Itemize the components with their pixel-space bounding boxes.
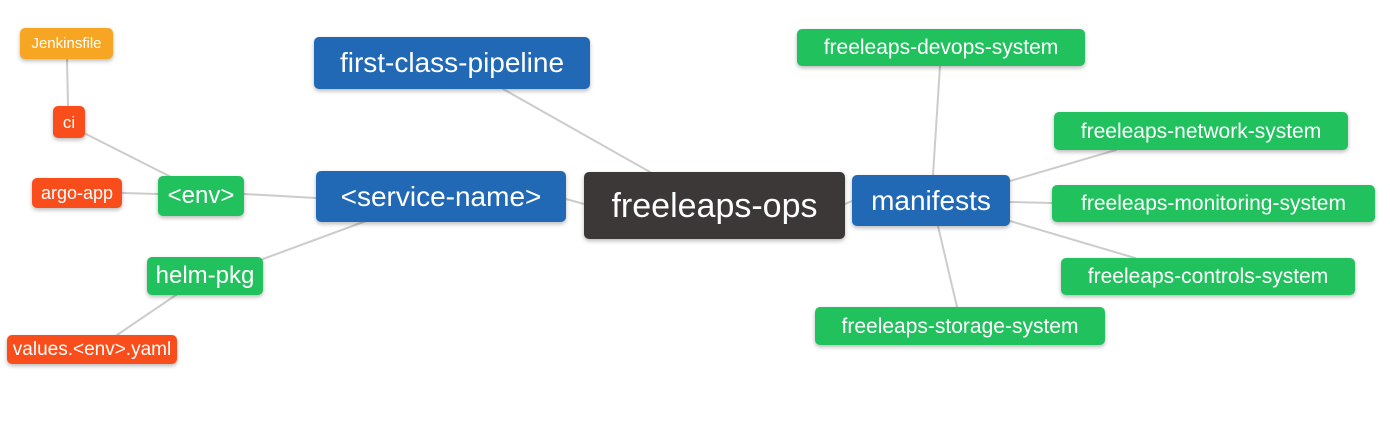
- node-label: freeleaps-devops-system: [823, 36, 1059, 59]
- node-first-class-pipeline[interactable]: first-class-pipeline: [314, 37, 590, 89]
- node-env[interactable]: <env>: [158, 176, 244, 216]
- node-freeleaps-monitoring-system[interactable]: freeleaps-monitoring-system: [1052, 185, 1375, 222]
- node-label: first-class-pipeline: [339, 47, 565, 78]
- node-freeleaps-controls-system[interactable]: freeleaps-controls-system: [1061, 258, 1355, 295]
- node-label: helm-pkg: [155, 262, 255, 289]
- node-label: <env>: [167, 182, 235, 209]
- node-label: values.<env>.yaml: [12, 339, 172, 360]
- node-label: argo-app: [40, 183, 114, 203]
- node-label: freeleaps-network-system: [1080, 119, 1322, 143]
- node-manifests[interactable]: manifests: [852, 175, 1010, 226]
- node-helm-pkg[interactable]: helm-pkg: [147, 257, 263, 295]
- node-label: freeleaps-ops: [611, 186, 818, 225]
- node-values-env-yaml[interactable]: values.<env>.yaml: [7, 335, 177, 364]
- node-label: ci: [62, 112, 76, 132]
- node-ci[interactable]: ci: [53, 106, 85, 138]
- node-service-name[interactable]: <service-name>: [316, 171, 566, 222]
- node-freeleaps-storage-system[interactable]: freeleaps-storage-system: [815, 307, 1105, 345]
- node-label: freeleaps-controls-system: [1087, 265, 1329, 288]
- node-freeleaps-network-system[interactable]: freeleaps-network-system: [1054, 112, 1348, 150]
- node-label: <service-name>: [340, 180, 542, 212]
- node-freeleaps-devops-system[interactable]: freeleaps-devops-system: [797, 29, 1085, 66]
- node-argo-app[interactable]: argo-app: [32, 178, 122, 208]
- node-label: freeleaps-storage-system: [841, 314, 1079, 338]
- node-jenkinsfile[interactable]: Jenkinsfile: [20, 28, 113, 59]
- node-freeleaps-ops[interactable]: freeleaps-ops: [584, 172, 845, 239]
- node-label: manifests: [871, 184, 991, 216]
- node-label: freeleaps-monitoring-system: [1081, 192, 1346, 215]
- node-label: Jenkinsfile: [31, 35, 102, 52]
